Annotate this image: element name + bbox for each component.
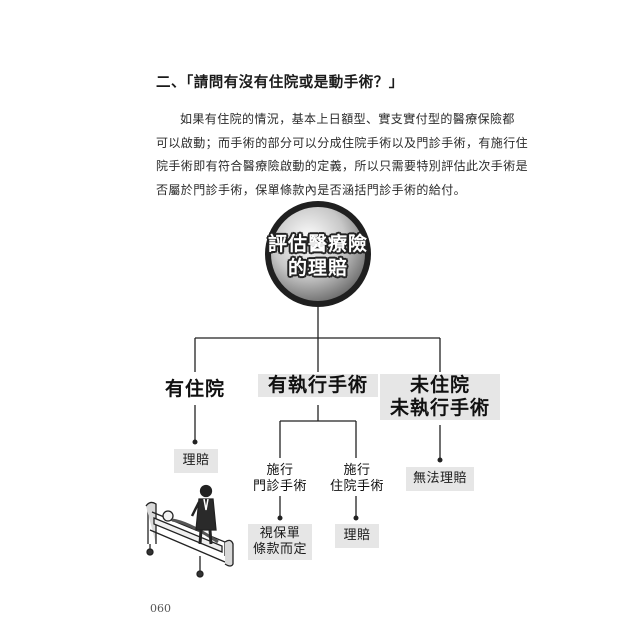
inpatient-line-2: 住院手術 xyxy=(329,479,384,494)
result-inpatient: 理賠 xyxy=(335,524,379,548)
root-line-1: 評估醫療險 xyxy=(267,233,368,255)
hospital-bed-illustration xyxy=(145,484,234,578)
outpatient-line-2: 門診手術 xyxy=(252,479,307,494)
outpatient-line-1: 施行 xyxy=(266,463,294,478)
body-paragraph: 如果有住院的情況，基本上日額型、實支實付型的醫療保險都 可以啟動；而手術的部分可… xyxy=(156,108,529,202)
outpatient-result-line-2: 條款而定 xyxy=(252,542,307,557)
branch-none: 未住院 未執行手術 xyxy=(380,374,500,420)
branch-none-line-1: 未住院 xyxy=(409,374,470,396)
root-line-2: 的理賠 xyxy=(287,257,348,279)
result-hospitalized: 理賠 xyxy=(174,449,218,473)
outpatient-result-line-1: 視保單 xyxy=(259,526,301,541)
result-outpatient: 視保單 條款而定 xyxy=(248,524,312,560)
branch-hospitalized: 有住院 xyxy=(164,378,225,400)
branch-surgery: 有執行手術 xyxy=(258,374,378,397)
result-none: 無法理賠 xyxy=(406,467,474,491)
root-node: 評估醫療險 的理賠 xyxy=(258,232,378,280)
page-number: 060 xyxy=(150,602,171,615)
paragraph-line: 可以啟動；而手術的部分可以分成住院手術以及門診手術，有施行住 xyxy=(156,135,529,150)
branch-none-line-2: 未執行手術 xyxy=(389,397,490,419)
paragraph-line: 否屬於門診手術，保單條款內是否涵括門診手術的給付。 xyxy=(156,182,467,197)
paragraph-line: 院手術即有符合醫療險啟動的定義，所以只需要特別評估此次手術是 xyxy=(156,159,529,173)
paragraph-line: 如果有住院的情況，基本上日額型、實支實付型的醫療保險都 xyxy=(180,112,515,126)
section-heading: 二、「請問有沒有住院或是動手術？」 xyxy=(156,75,404,91)
node-outpatient-surgery: 施行 門診手術 xyxy=(248,463,312,495)
inpatient-line-1: 施行 xyxy=(343,463,371,478)
node-inpatient-surgery: 施行 住院手術 xyxy=(324,463,390,495)
